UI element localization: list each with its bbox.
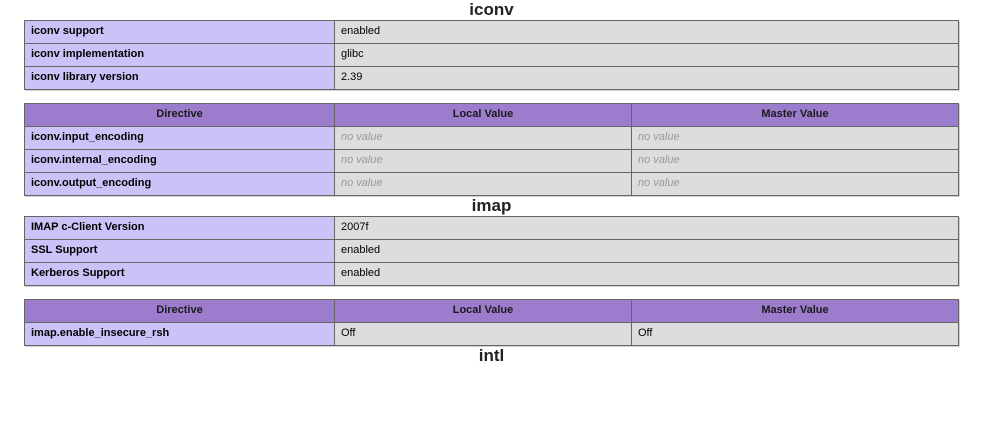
row-value: 2.39 xyxy=(334,66,959,90)
table-header-row: Directive Local Value Master Value xyxy=(24,299,959,323)
table-row: iconv library version 2.39 xyxy=(24,66,959,90)
row-label: IMAP c-Client Version xyxy=(24,216,335,240)
directive-local-value: no value xyxy=(334,149,632,173)
row-label: iconv support xyxy=(24,20,335,44)
table-row: SSL Support enabled xyxy=(24,239,959,263)
directive-name: imap.enable_insecure_rsh xyxy=(24,322,335,346)
directive-local-value: Off xyxy=(334,322,632,346)
directive-local-value: no value xyxy=(334,126,632,150)
iconv-directive-table: Directive Local Value Master Value iconv… xyxy=(24,103,959,196)
imap-directive-table: Directive Local Value Master Value imap.… xyxy=(24,299,959,346)
directive-master-value: Off xyxy=(631,322,959,346)
row-value: glibc xyxy=(334,43,959,67)
no-value-text: no value xyxy=(341,131,383,143)
table-row: iconv.internal_encoding no value no valu… xyxy=(24,149,959,173)
table-row: iconv support enabled xyxy=(24,20,959,44)
column-header-master-value: Master Value xyxy=(631,103,959,127)
row-label: SSL Support xyxy=(24,239,335,263)
section-heading-intl: intl xyxy=(478,346,505,365)
column-header-local-value: Local Value xyxy=(334,299,632,323)
no-value-text: no value xyxy=(638,154,680,166)
row-label: iconv implementation xyxy=(24,43,335,67)
row-value: enabled xyxy=(334,20,959,44)
phpinfo-page: iconv iconv support enabled iconv implem… xyxy=(0,0,983,365)
no-value-text: no value xyxy=(341,154,383,166)
imap-info-table: IMAP c-Client Version 2007f SSL Support … xyxy=(24,216,959,286)
column-header-directive: Directive xyxy=(24,299,335,323)
directive-name: iconv.input_encoding xyxy=(24,126,335,150)
section-heading-imap: imap xyxy=(471,196,512,215)
row-label: Kerberos Support xyxy=(24,262,335,286)
table-row: iconv implementation glibc xyxy=(24,43,959,67)
iconv-info-table: iconv support enabled iconv implementati… xyxy=(24,20,959,90)
directive-name: iconv.output_encoding xyxy=(24,172,335,196)
row-value: enabled xyxy=(334,262,959,286)
row-label: iconv library version xyxy=(24,66,335,90)
row-value: enabled xyxy=(334,239,959,263)
row-value: 2007f xyxy=(334,216,959,240)
table-spacer xyxy=(0,286,983,299)
no-value-text: no value xyxy=(638,177,680,189)
column-header-master-value: Master Value xyxy=(631,299,959,323)
section-heading-iconv: iconv xyxy=(469,0,514,19)
directive-name: iconv.internal_encoding xyxy=(24,149,335,173)
table-row: imap.enable_insecure_rsh Off Off xyxy=(24,322,959,346)
table-spacer xyxy=(0,90,983,103)
table-row: iconv.output_encoding no value no value xyxy=(24,172,959,196)
table-header-row: Directive Local Value Master Value xyxy=(24,103,959,127)
directive-local-value: no value xyxy=(334,172,632,196)
no-value-text: no value xyxy=(341,177,383,189)
directive-master-value: no value xyxy=(631,126,959,150)
column-header-directive: Directive xyxy=(24,103,335,127)
column-header-local-value: Local Value xyxy=(334,103,632,127)
no-value-text: no value xyxy=(638,131,680,143)
directive-master-value: no value xyxy=(631,149,959,173)
table-row: iconv.input_encoding no value no value xyxy=(24,126,959,150)
table-row: IMAP c-Client Version 2007f xyxy=(24,216,959,240)
directive-master-value: no value xyxy=(631,172,959,196)
table-row: Kerberos Support enabled xyxy=(24,262,959,286)
